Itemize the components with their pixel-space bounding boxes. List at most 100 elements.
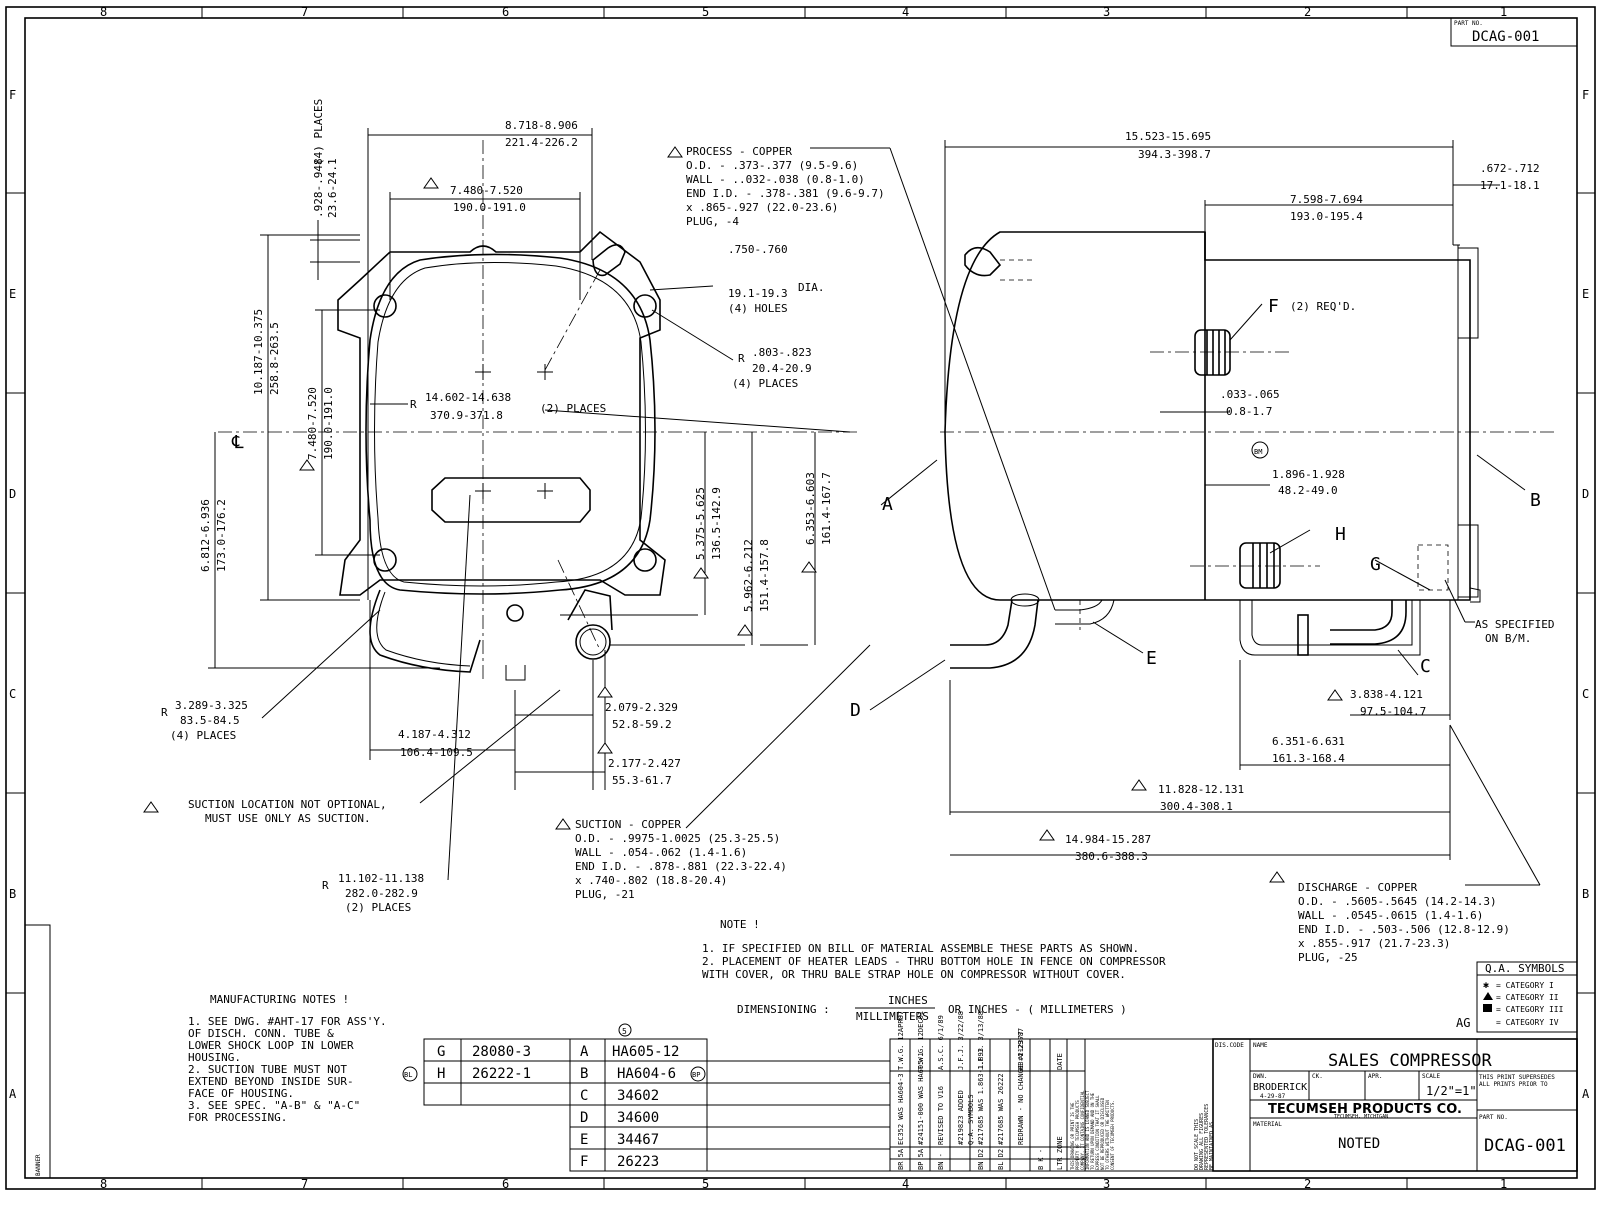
bottom-lug bbox=[1457, 524, 1479, 598]
dim-or: OR INCHES - ( MILLIMETERS ) bbox=[948, 1003, 1127, 1016]
dim-s1-in: 2.079-2.329 bbox=[605, 701, 678, 714]
r-corner-prefix: R bbox=[161, 706, 168, 719]
dim-width-mm: 221.4-226.2 bbox=[505, 136, 578, 149]
process-note: PROCESS - COPPER O.D. - .373-.377 (9.5-9… bbox=[686, 145, 885, 228]
note-2: 2. PLACEMENT OF HEATER LEADS - THRU BOTT… bbox=[702, 955, 1166, 968]
revision-block: EC352 WAS HA604-3 #24151-000 WAS HA605-1… bbox=[889, 1011, 1215, 1172]
dim-height-mm: 258.8-263.5 bbox=[268, 322, 281, 395]
dim-ear-mm: 23.6-24.1 bbox=[326, 158, 339, 218]
dim-c4-mm: 380.6-388.3 bbox=[1075, 850, 1148, 863]
r-ear-places: (4) PLACES bbox=[732, 377, 798, 390]
svg-text:H: H bbox=[437, 1066, 445, 1082]
label-E: E bbox=[1146, 648, 1157, 669]
bm-text: BM bbox=[1254, 448, 1262, 456]
as-spec-2: ON B/M. bbox=[1485, 632, 1531, 645]
process-tube-end bbox=[592, 244, 626, 277]
svg-text:DWN.: DWN. bbox=[1253, 1073, 1267, 1080]
r-body-mm: 370.9-371.8 bbox=[430, 409, 503, 422]
svg-text:END I.D. - .378-.381 (9.6-9.7): END I.D. - .378-.381 (9.6-9.7) bbox=[686, 187, 885, 200]
zone-bottom-8: 8 bbox=[100, 1177, 107, 1191]
svg-text:REDRAWN - NO CHANGE #212377: REDRAWN - NO CHANGE #212377 bbox=[1017, 1031, 1025, 1145]
dim-gap-mm: 0.8-1.7 bbox=[1226, 405, 1272, 418]
r-corner-places: (4) PLACES bbox=[170, 729, 236, 742]
svg-text:28080-3: 28080-3 bbox=[472, 1044, 531, 1060]
dim-mount-in: 7.480-7.520 bbox=[450, 184, 523, 197]
svg-text:HA604-6: HA604-6 bbox=[617, 1066, 676, 1082]
label-C: C bbox=[1420, 656, 1431, 677]
svg-text:O.D. - .5605-.5645 (14.2-14.3): O.D. - .5605-.5645 (14.2-14.3) bbox=[1298, 895, 1497, 908]
note-1: 1. IF SPECIFIED ON BILL OF MATERIAL ASSE… bbox=[702, 942, 1139, 955]
svg-text:HOUSING.: HOUSING. bbox=[188, 1051, 241, 1064]
shock-loop bbox=[369, 589, 481, 673]
svg-text:G: G bbox=[437, 1044, 445, 1060]
dim-mount-mm: 190.0-191.0 bbox=[453, 201, 526, 214]
material-value: NOTED bbox=[1338, 1136, 1380, 1152]
dim-base-mm: 173.0-176.2 bbox=[215, 499, 228, 572]
svg-text:= CATEGORY II: = CATEGORY II bbox=[1496, 993, 1559, 1002]
svg-text:= CATEGORY III: = CATEGORY III bbox=[1496, 1005, 1564, 1014]
svg-text:D: D bbox=[580, 1110, 588, 1126]
svg-text:THIS DRAWING OR PRINT IS THE: THIS DRAWING OR PRINT IS THE bbox=[1070, 1102, 1075, 1170]
svg-text:MANUFACTURING NOTES !: MANUFACTURING NOTES ! bbox=[210, 993, 349, 1006]
dim-s2-in: 2.177-2.427 bbox=[608, 757, 681, 770]
title-block: DIS.CODE NAME SALES COMPRESSOR DWN. BROD… bbox=[1212, 1038, 1578, 1172]
svg-text:2. SUCTION TUBE MUST NOT: 2. SUCTION TUBE MUST NOT bbox=[188, 1063, 347, 1076]
zone-left-D: D bbox=[9, 487, 16, 501]
delta-marks bbox=[143, 146, 817, 830]
svg-text:DO NOT SCALE THIS: DO NOT SCALE THIS bbox=[1194, 1119, 1200, 1170]
r-ear-prefix: R bbox=[738, 352, 745, 365]
banner-text: BANNER bbox=[35, 1154, 42, 1176]
dim-mm: MILLIMETERS bbox=[856, 1010, 929, 1023]
svg-text:WALL - .0545-.0615 (1.4-1.6): WALL - .0545-.0615 (1.4-1.6) bbox=[1298, 909, 1483, 922]
reference-table: G 28080-3 H 26222-1 A HA605-12 B HA604-6… bbox=[402, 1023, 890, 1172]
zone-top-2: 2 bbox=[1304, 5, 1311, 19]
svg-text:26222-1: 26222-1 bbox=[472, 1066, 531, 1082]
zone-left-A: A bbox=[9, 1087, 17, 1101]
svg-text:ALL PRINTS PRIOR TO: ALL PRINTS PRIOR TO bbox=[1479, 1081, 1548, 1088]
dim-c4-in: 14.984-15.287 bbox=[1065, 833, 1151, 846]
svg-text:SUCTION - COPPER: SUCTION - COPPER bbox=[575, 818, 681, 831]
svg-text:34602: 34602 bbox=[617, 1088, 659, 1104]
svg-text:BP: BP bbox=[692, 1071, 700, 1079]
label-H: H bbox=[1335, 524, 1346, 545]
svg-text:HB 4-29-87: HB 4-29-87 bbox=[1017, 1028, 1025, 1070]
svg-text:PLUG, -4: PLUG, -4 bbox=[686, 215, 739, 228]
svg-text:PROPERTY OF TECUMSEH PRODUCTS: PROPERTY OF TECUMSEH PRODUCTS bbox=[1075, 1100, 1080, 1170]
discharge-copper-note: DISCHARGE - COPPER O.D. - .5605-.5645 (1… bbox=[1298, 881, 1510, 964]
svg-text:4-29-87: 4-29-87 bbox=[1260, 1093, 1286, 1100]
svg-text:BL D2: BL D2 bbox=[997, 1149, 1005, 1170]
hole-count: (4) HOLES bbox=[728, 302, 788, 315]
r-body-places: (2) PLACES bbox=[540, 402, 606, 415]
svg-text:PART NO.: PART NO. bbox=[1479, 1114, 1508, 1121]
dim-ear-places: (4) PLACES bbox=[312, 99, 325, 165]
r-side-mm: 282.0-282.9 bbox=[345, 887, 418, 900]
zone-labels: 8 7 6 5 4 3 2 1 8 7 6 5 4 3 2 1 F E D C … bbox=[9, 5, 1590, 1191]
suction-note-1: SUCTION LOCATION NOT OPTIONAL, bbox=[188, 798, 387, 811]
general-notes: NOTE ! 1. IF SPECIFIED ON BILL OF MATERI… bbox=[702, 918, 1166, 1023]
qa-symbols: Q.A. SYMBOLS ✱ = CATEGORY I = CATEGORY I… bbox=[1456, 961, 1578, 1033]
zone-bottom-7: 7 bbox=[301, 1177, 308, 1191]
zone-top-1: 1 bbox=[1500, 5, 1507, 19]
svg-text:DRAWING ALL FIGURES: DRAWING ALL FIGURES bbox=[1199, 1113, 1205, 1170]
f-note: (2) REQ'D. bbox=[1290, 300, 1356, 313]
suction-tube-side bbox=[950, 599, 1013, 646]
zone-bottom-3: 3 bbox=[1103, 1177, 1110, 1191]
centerline-symbol: ℄ bbox=[231, 432, 244, 453]
svg-text:CONSENT OF TECUMSEH PRODUCTS.: CONSENT OF TECUMSEH PRODUCTS. bbox=[1110, 1100, 1115, 1170]
confidential-notice: THIS DRAWING OR PRINT IS THE PROPERTY OF… bbox=[1070, 1090, 1115, 1170]
svg-text:T.W.G. 12DEC01: T.W.G. 12DEC01 bbox=[917, 1011, 925, 1070]
inner-border bbox=[24, 17, 1578, 1179]
dim-lug-in: 7.598-7.694 bbox=[1290, 193, 1363, 206]
svg-text:BR 5A: BR 5A bbox=[897, 1148, 905, 1170]
svg-text:WALL - ..032-.038 (0.8-1.0): WALL - ..032-.038 (0.8-1.0) bbox=[686, 173, 865, 186]
svg-text:HA605-12: HA605-12 bbox=[612, 1044, 679, 1060]
note-2b: WITH COVER, OR THRU BALE STRAP HOLE ON C… bbox=[702, 968, 1126, 981]
company-name: TECUMSEH PRODUCTS CO. bbox=[1268, 1102, 1462, 1117]
dim-d1-in: 5.375-5.625 bbox=[694, 487, 707, 560]
label-D: D bbox=[850, 700, 861, 721]
dim-d2-mm: 151.4-157.8 bbox=[758, 539, 771, 612]
dim-h1-in: 1.896-1.928 bbox=[1272, 468, 1345, 481]
dim-c2-in: 6.351-6.631 bbox=[1272, 735, 1345, 748]
dim-d3-mm: 161.4-167.7 bbox=[820, 472, 833, 545]
